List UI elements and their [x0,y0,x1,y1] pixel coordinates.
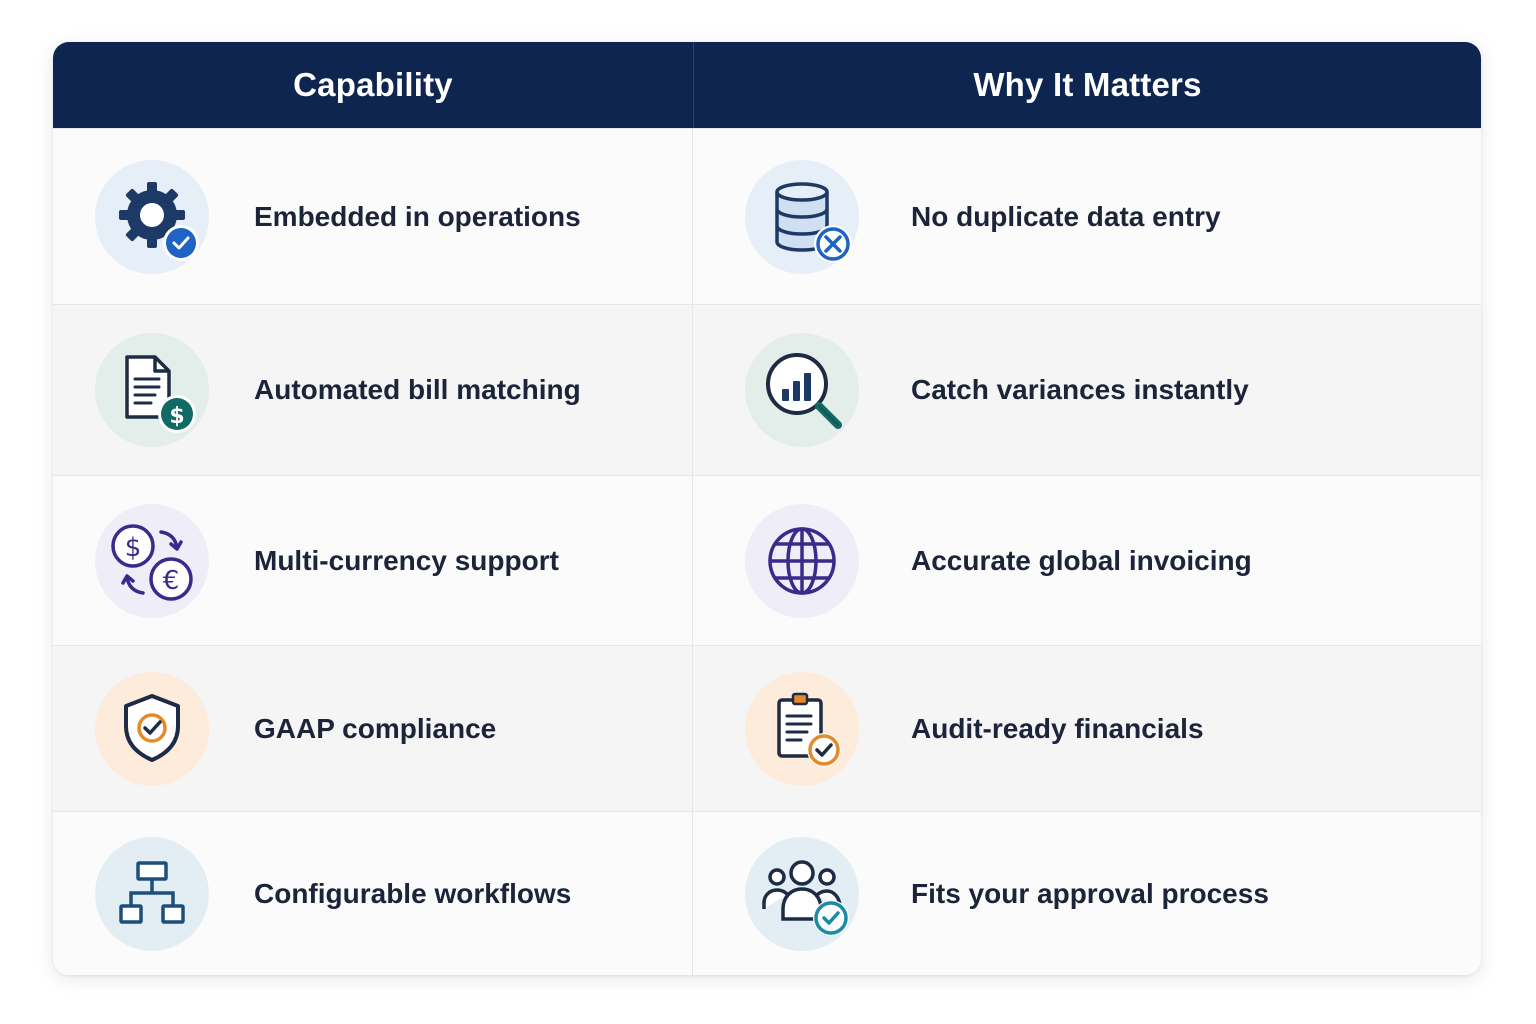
why-label: Fits your approval process [911,877,1269,909]
svg-text:$: $ [169,404,184,429]
capability-label: Automated bill matching [254,374,581,405]
table-row: $ Automated bill matching [53,304,1481,475]
capability-cell: Embedded in operations [53,129,693,304]
why-label: Catch variances instantly [911,374,1249,405]
why-label: Accurate global invoicing [911,544,1252,576]
why-cell: Catch variances instantly [693,305,1481,475]
globe-icon [745,503,859,618]
clipboard-check-icon [745,671,859,786]
svg-text:€: € [163,566,180,596]
why-cell: Fits your approval process [693,812,1481,975]
capability-table: Capability Why It Matters [53,42,1481,975]
currency-exchange-icon: $ € [95,503,209,618]
capability-label: Configurable workflows [254,877,572,909]
capability-label: Embedded in operations [254,200,581,232]
header-capability: Capability [53,42,694,128]
capability-label: Multi-currency support [254,544,559,576]
table-row: Embedded in operations No duplicat [53,128,1481,304]
capability-cell: Configurable workflows [53,812,693,975]
magnifier-chart-icon [745,333,859,447]
header-why-it-matters: Why It Matters [973,66,1202,103]
table-row: GAAP compliance [53,645,1481,811]
capability-cell: GAAP compliance [53,646,693,811]
capability-cell: $ € Multi-currency support [53,476,693,645]
table-row: $ € Multi-currency support [53,475,1481,645]
table-row: Configurable workflows [53,811,1481,975]
why-label: Audit-ready financials [911,712,1204,744]
database-x-icon [745,159,859,274]
workflow-icon [95,836,209,951]
capability-label: GAAP compliance [254,712,497,744]
shield-check-icon [95,671,209,786]
why-label: No duplicate data entry [911,200,1221,232]
table-header: Capability Why It Matters [53,42,1481,128]
team-check-icon [745,836,859,951]
document-dollar-icon: $ [95,333,209,447]
svg-text:$: $ [125,533,142,563]
why-cell: No duplicate data entry [693,129,1481,304]
why-cell: Accurate global invoicing [693,476,1481,645]
gear-check-icon [95,159,209,274]
why-cell: Audit-ready financials [693,646,1481,811]
capability-cell: $ Automated bill matching [53,305,693,475]
